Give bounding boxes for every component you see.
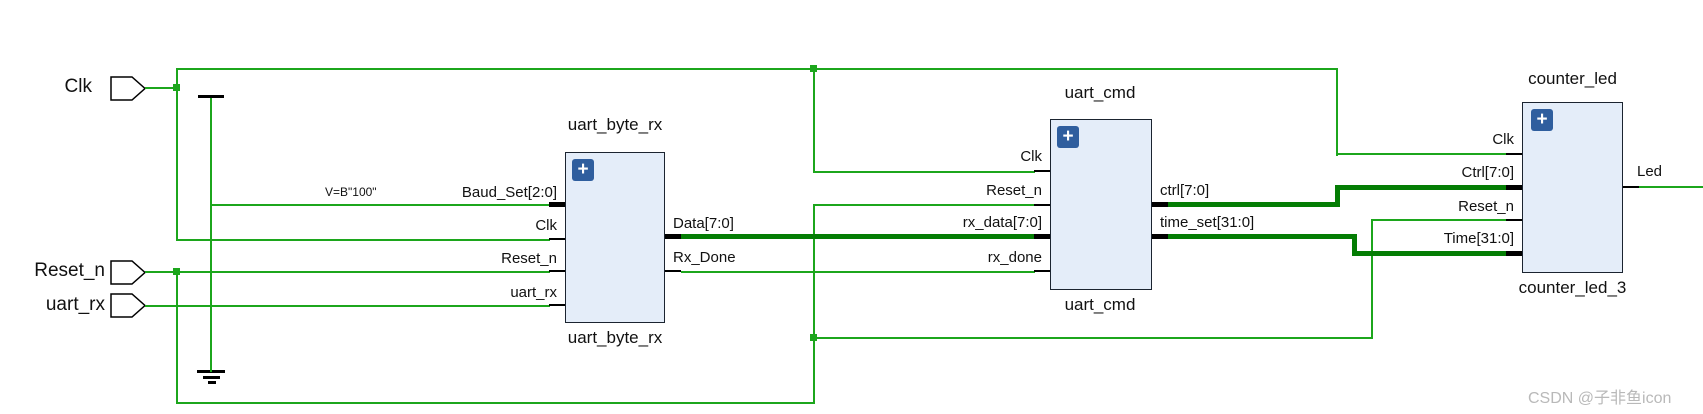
wire-clk-to-counter-led[interactable] xyxy=(1336,153,1507,155)
pin-cmd-rx-data[interactable] xyxy=(1034,234,1062,239)
bus-ctrl-v[interactable] xyxy=(1335,185,1340,207)
pin-reset-n[interactable] xyxy=(549,270,577,272)
wire-reset-riser-counter-led[interactable] xyxy=(1371,219,1373,339)
pin-label-data-out: Data[7:0] xyxy=(673,215,734,232)
pin-led-clk[interactable] xyxy=(1506,153,1534,155)
wire-reset-bottom-rail[interactable] xyxy=(176,402,815,404)
pin-label-led-ctrl: Ctrl[7:0] xyxy=(1461,164,1514,181)
gnd-bar2-icon xyxy=(203,376,220,379)
external-port-label-clk: Clk xyxy=(64,76,92,97)
pin-label-led-clk: Clk xyxy=(1492,131,1514,148)
junction-dot xyxy=(810,334,817,341)
bus-ctrl-h2[interactable] xyxy=(1335,185,1507,190)
wire-reset-to-uart-cmd[interactable] xyxy=(813,204,1035,206)
wire-clk-drop-counter-led[interactable] xyxy=(1336,68,1338,156)
instance-label-counter-led: counter_led_3 xyxy=(1518,278,1627,297)
wire-reset-drop[interactable] xyxy=(176,271,178,404)
wire-clk-to-uart-byte-rx[interactable] xyxy=(176,239,550,241)
instance-label-uart-byte-rx: uart_byte_rx xyxy=(567,328,663,347)
expand-plus-icon[interactable]: + xyxy=(1057,126,1079,148)
pin-cmd-reset-n[interactable] xyxy=(1034,204,1062,206)
wire-uart-rx[interactable] xyxy=(145,305,550,307)
pin-label-uart-rx: uart_rx xyxy=(510,284,557,301)
pin-cmd-time-set-out[interactable] xyxy=(1140,234,1168,239)
pin-label-led-out: Led xyxy=(1637,163,1663,180)
expand-plus-icon[interactable]: + xyxy=(572,159,594,181)
junction-dot xyxy=(810,65,817,72)
pin-rx-done-out[interactable] xyxy=(653,270,681,272)
watermark: CSDN @子非鱼icon xyxy=(1528,390,1672,407)
input-port-pentagon-reset-n[interactable] xyxy=(110,260,147,285)
instance-label-uart-cmd: uart_cmd xyxy=(1064,295,1136,314)
pin-data-out[interactable] xyxy=(653,234,681,239)
pin-uart-rx[interactable] xyxy=(549,304,577,306)
pin-label-baud-set: Baud_Set[2:0] xyxy=(461,184,557,201)
wire-reset-riser[interactable] xyxy=(813,204,815,404)
block-title-counter-led: counter_led xyxy=(1528,69,1617,88)
pin-label-cmd-rx-data: rx_data[7:0] xyxy=(962,214,1042,231)
wire-rx-done[interactable] xyxy=(681,271,1035,273)
pin-label-led-time: Time[31:0] xyxy=(1443,230,1514,247)
wire-baud-const-vertical[interactable] xyxy=(210,98,212,372)
wire-reset-port[interactable] xyxy=(145,271,550,273)
wire-clk-top-rail[interactable] xyxy=(176,68,1338,70)
pin-led-out[interactable] xyxy=(1611,186,1639,188)
wire-reset-branch[interactable] xyxy=(813,337,1373,339)
junction-dot xyxy=(173,268,180,275)
pin-baud-set[interactable] xyxy=(549,202,577,207)
wire-clk-port[interactable] xyxy=(145,87,178,89)
pin-label-led-reset-n: Reset_n xyxy=(1458,198,1514,215)
input-port-pentagon-clk[interactable] xyxy=(110,76,147,101)
pin-label-cmd-clk: Clk xyxy=(1020,148,1042,165)
pin-clk[interactable] xyxy=(549,238,577,240)
external-port-label-reset-n: Reset_n xyxy=(34,260,105,281)
wire-clk-drop-uart-cmd[interactable] xyxy=(813,68,815,173)
pin-label-cmd-rx-done: rx_done xyxy=(987,249,1042,266)
wire-led-out[interactable] xyxy=(1639,186,1703,188)
expand-plus-icon[interactable]: + xyxy=(1531,109,1553,131)
pin-label-clk: Clk xyxy=(535,217,557,234)
bus-time-set-h2[interactable] xyxy=(1352,251,1507,256)
pin-cmd-rx-done[interactable] xyxy=(1034,270,1062,272)
pin-cmd-ctrl-out[interactable] xyxy=(1140,202,1168,207)
pin-led-ctrl[interactable] xyxy=(1506,185,1534,190)
pin-label-cmd-reset-n: Reset_n xyxy=(986,182,1042,199)
pin-label-cmd-time-set-out: time_set[31:0] xyxy=(1160,214,1255,231)
gnd-bar3-icon xyxy=(208,381,216,384)
bus-ctrl-h1[interactable] xyxy=(1168,202,1340,207)
wire-clk-riser[interactable] xyxy=(176,68,178,241)
block-title-uart-byte-rx: uart_byte_rx xyxy=(567,115,663,134)
pin-label-reset-n: Reset_n xyxy=(501,250,557,267)
block-title-uart-cmd: uart_cmd xyxy=(1064,83,1136,102)
pin-led-reset-n[interactable] xyxy=(1506,219,1534,221)
wire-baud-set[interactable] xyxy=(210,204,550,206)
pin-label-cmd-ctrl-out: ctrl[7:0] xyxy=(1160,182,1210,199)
bus-data[interactable] xyxy=(681,234,1036,239)
wire-clk-to-uart-cmd[interactable] xyxy=(813,171,1035,173)
junction-dot xyxy=(173,84,180,91)
vcc-bar-icon xyxy=(198,95,224,98)
pin-led-time[interactable] xyxy=(1506,251,1534,256)
pin-cmd-clk[interactable] xyxy=(1034,170,1062,172)
pin-label-rx-done-out: Rx_Done xyxy=(673,249,736,266)
bus-time-set-h1[interactable] xyxy=(1168,234,1357,239)
bus-time-set-v[interactable] xyxy=(1352,234,1357,256)
input-port-pentagon-uart-rx[interactable] xyxy=(110,293,147,318)
baud-constant-value-label: V=B"100" xyxy=(325,185,377,199)
external-port-label-uart-rx: uart_rx xyxy=(45,294,105,315)
wire-reset-to-counter-led[interactable] xyxy=(1371,219,1507,221)
